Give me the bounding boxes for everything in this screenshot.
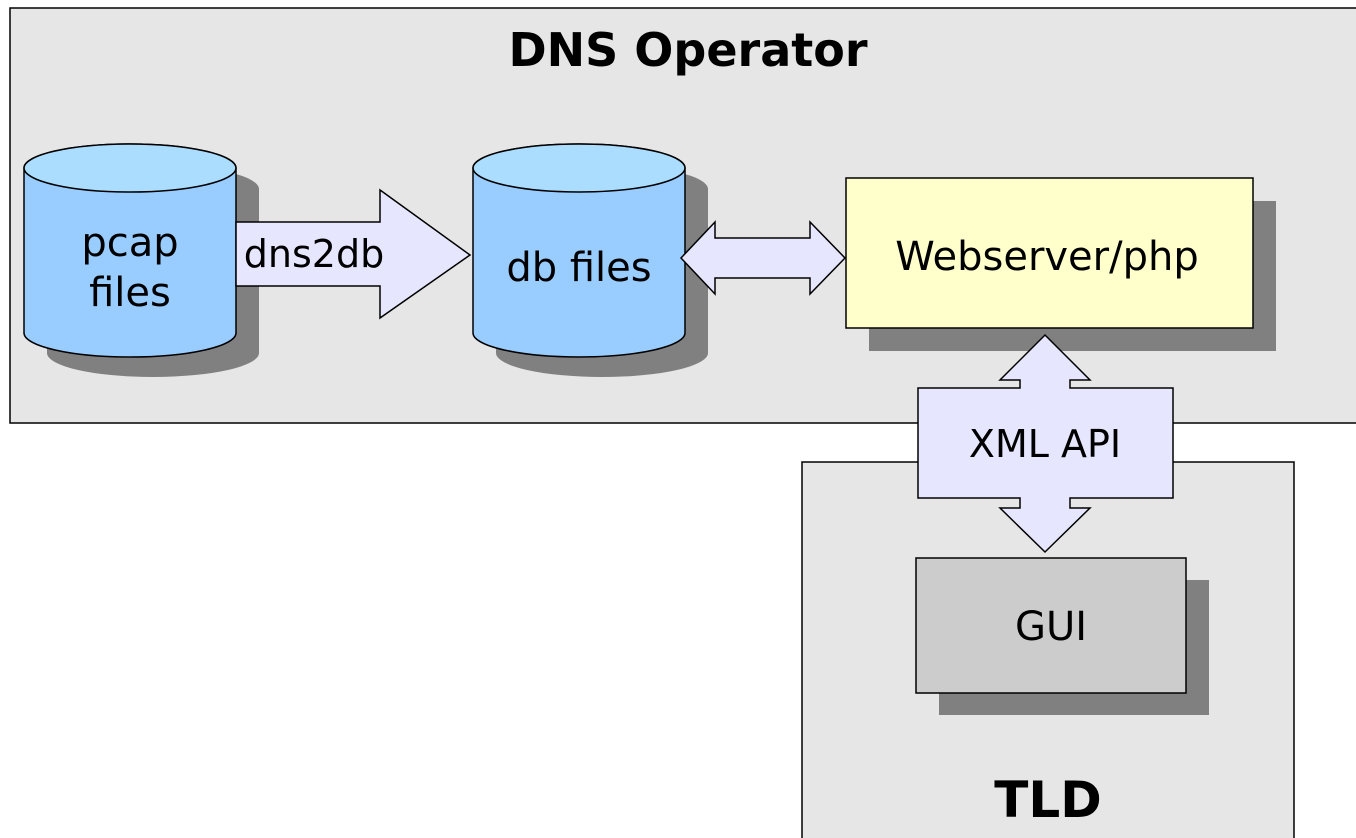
tld-title: TLD: [994, 771, 1101, 829]
xml-api-arrow: XML API: [917, 333, 1174, 554]
xml-api-label: XML API: [969, 422, 1121, 466]
dns-operator-title: DNS Operator: [508, 23, 867, 77]
db-files-top: [472, 143, 686, 193]
dns2db-arrow: dns2db: [235, 188, 472, 320]
db-files-label: db files: [506, 245, 651, 291]
gui-box: GUI: [915, 557, 1209, 715]
xml-api-arrow-shape: [917, 333, 1174, 554]
pcap-files-cylinder: pcap files: [23, 143, 259, 377]
db-files-cylinder: db files: [472, 143, 708, 377]
pcap-files-label-line2: files: [89, 270, 171, 316]
gui-label: GUI: [1015, 604, 1087, 650]
pcap-files-label-line1: pcap: [81, 220, 178, 266]
webserver-label: Webserver/php: [895, 234, 1198, 280]
dns2db-label: dns2db: [244, 232, 384, 276]
dns2db-arrow-shape: [235, 188, 472, 320]
pcap-files-top: [23, 143, 237, 193]
webserver-rect: [845, 177, 1254, 329]
gui-rect: [915, 557, 1187, 694]
db-webserver-double-arrow: [679, 220, 847, 296]
webserver-box: Webserver/php: [845, 177, 1276, 351]
